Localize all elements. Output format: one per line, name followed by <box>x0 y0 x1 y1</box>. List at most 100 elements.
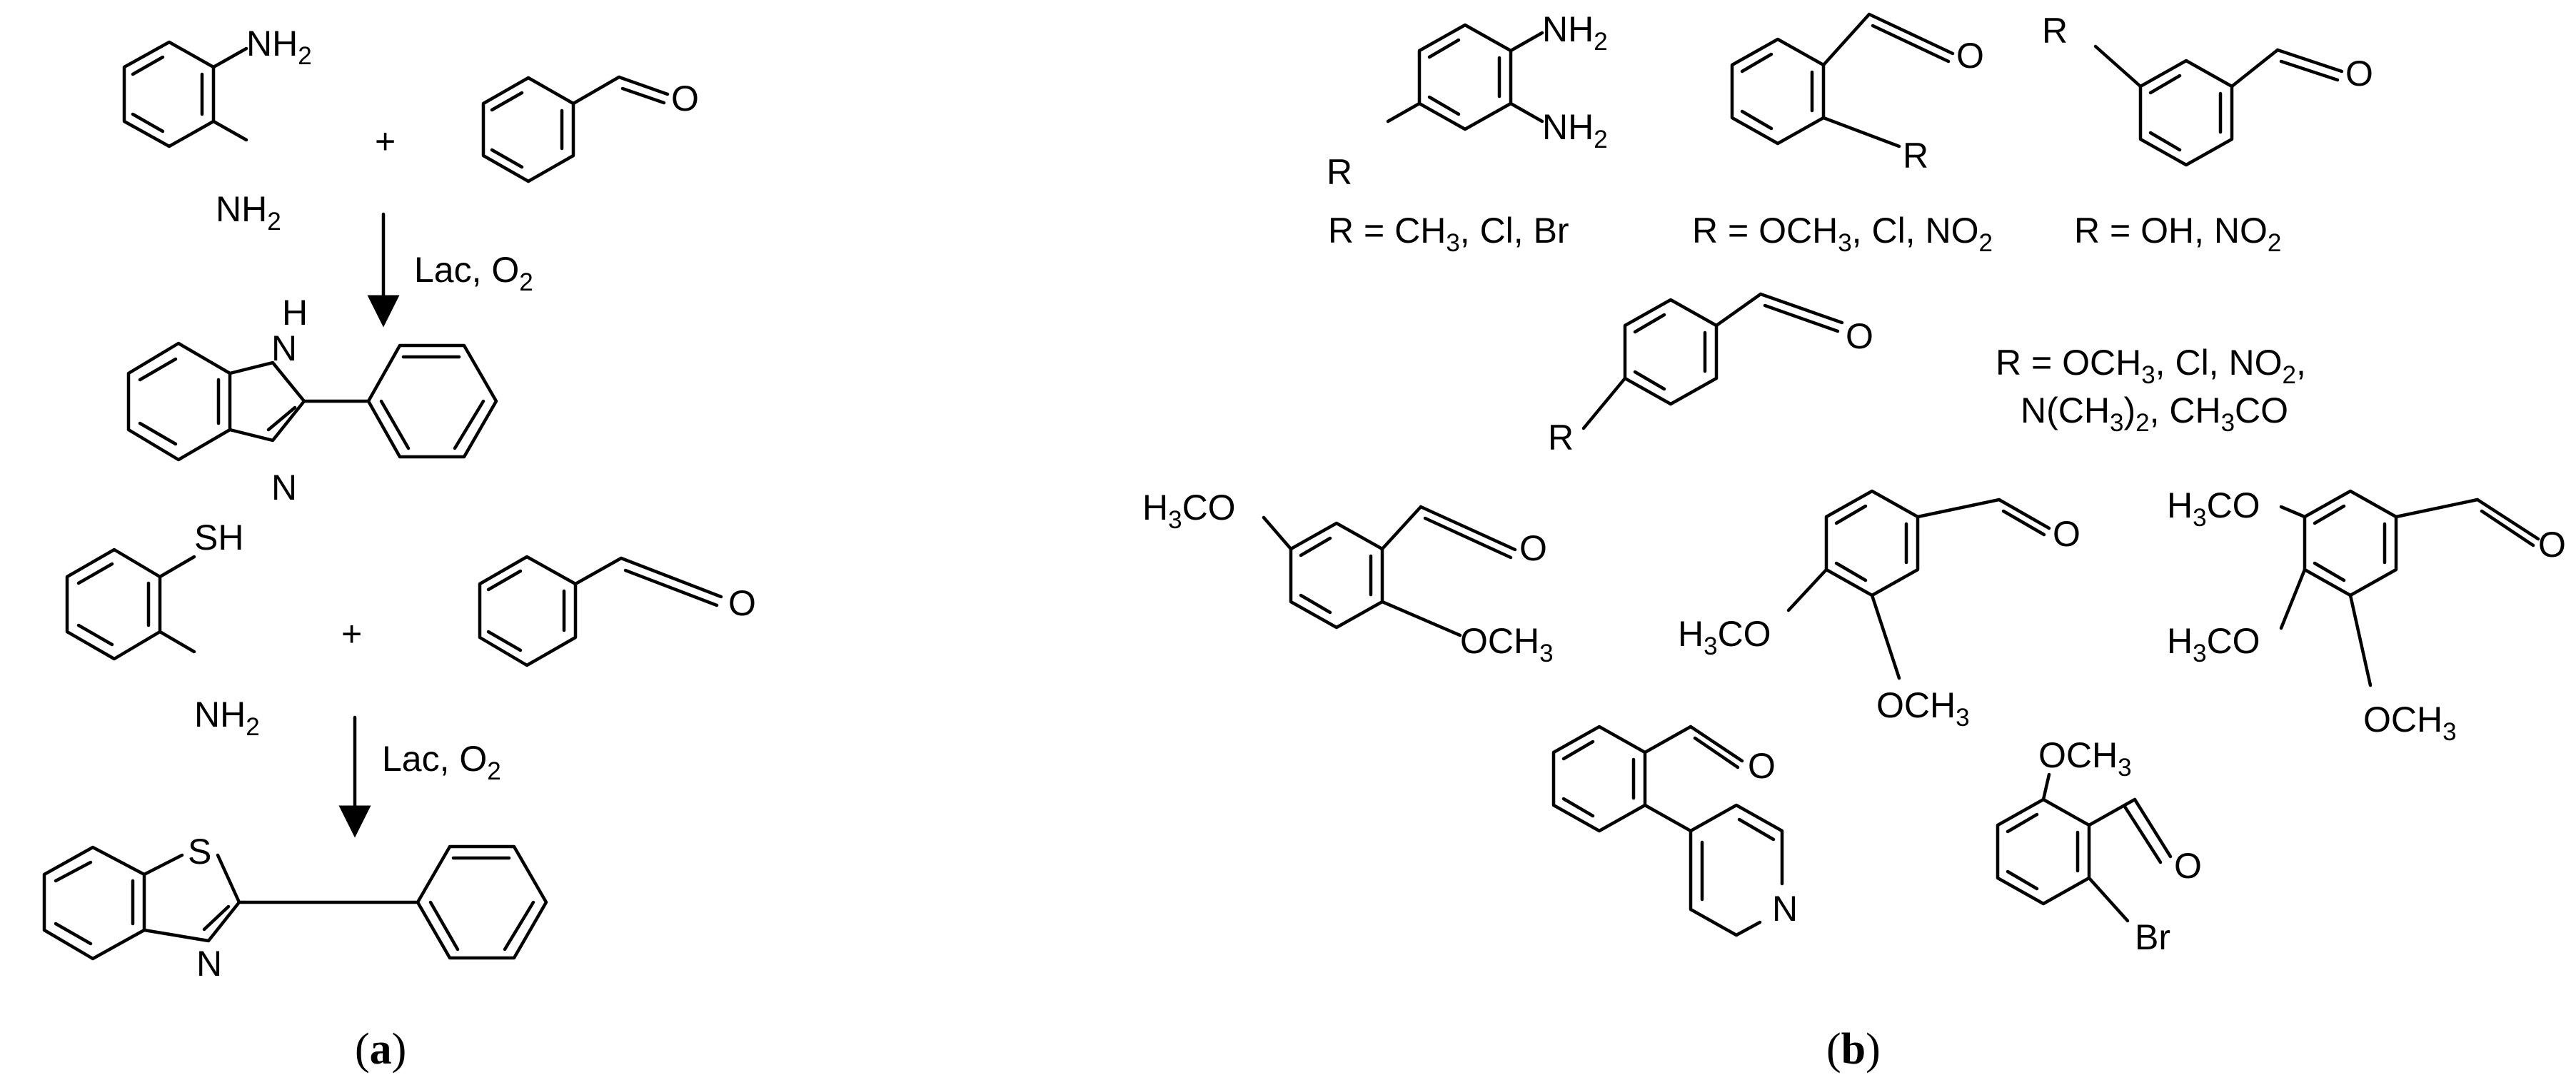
nh2-top-label: NH2 <box>246 24 312 70</box>
c-o-double-bond <box>2001 509 2046 537</box>
r-values-label: R = OCH3, Cl, NO2 <box>1692 211 1993 257</box>
benzene-ring <box>478 555 578 667</box>
phenyl-ring <box>366 343 498 459</box>
carbonyl-o-label: O <box>1519 528 1547 568</box>
reactant-aminothiophenol: SH NH2 <box>65 518 260 741</box>
aromatic-inner-bond <box>486 569 523 592</box>
c-n-bond <box>1509 101 1544 123</box>
benzene-ring <box>481 76 575 183</box>
c-cho-bond <box>1643 725 1693 755</box>
c-o-double-bond <box>1867 12 1955 56</box>
c-o-double-bond <box>2275 48 2344 74</box>
dimethoxy-25-aldehyde: O H3CO OCH3 <box>1142 488 1554 667</box>
c-ome-bond <box>2041 772 2051 802</box>
aromatic-inner-bond <box>2148 74 2182 95</box>
bromo-methoxy-aldehyde: O OCH3 Br <box>1996 735 2202 957</box>
c-n-bond <box>211 119 248 142</box>
c-o-double-bond <box>2480 509 2535 547</box>
dimethoxy-34-aldehyde: O H3CO OCH3 <box>1678 489 2081 732</box>
aromatic-inner-bond <box>76 562 114 585</box>
c-o-double-bond <box>1871 24 1951 64</box>
conditions-label-1: Lac, O2 <box>414 250 533 296</box>
r-group-label: R <box>1327 152 1352 192</box>
c-r-bond <box>1386 101 1422 123</box>
aromatic-inner-bond <box>138 421 178 446</box>
r-values-label: R = OH, NO2 <box>2074 211 2281 257</box>
c-ome-bond <box>2279 505 2307 519</box>
c-cho-bond <box>571 75 621 106</box>
c-r-bond <box>1821 116 1901 148</box>
benzene-ring <box>65 547 162 661</box>
aromatic-inner-bond <box>453 399 485 450</box>
aromatic-inner-bond <box>1740 109 1773 131</box>
aromatic-inner-bond <box>2006 812 2039 834</box>
carbonyl-o-label: O <box>1956 36 1984 76</box>
c-n-bond <box>211 46 248 69</box>
c-o-double-bond <box>617 75 670 96</box>
aromatic-inner-bond <box>1834 561 1868 582</box>
och3-label: OCH3 <box>1876 685 1970 732</box>
panel-a-caption: (a) <box>355 1025 406 1074</box>
n-atom-label: N <box>196 944 222 984</box>
c-o-double-bond <box>2123 804 2163 864</box>
plus-sign: + <box>375 121 396 161</box>
pyridyl-aldehyde: O N <box>1551 725 1798 937</box>
c-o-double-bond <box>1763 303 1840 333</box>
aromatic-inner-bond <box>1427 38 1461 59</box>
carbonyl-o-label: O <box>728 583 756 623</box>
aromatic-inner-bond <box>131 112 165 133</box>
c-o-double-bond <box>1423 516 1513 560</box>
product-benzothiazole: S N <box>42 832 548 984</box>
pyridine-n-label: N <box>1772 889 1798 929</box>
panel-b-caption: (b) <box>1826 1025 1881 1074</box>
r-values-label: R = CH3, Cl, Br <box>1328 211 1569 257</box>
benzene-ring <box>1996 797 2091 906</box>
aromatic-inner-bond <box>1633 370 1666 391</box>
aromatic-inner-bond <box>1299 593 1332 615</box>
nh2-label: NH2 <box>1542 107 1608 153</box>
trimethoxy-345-aldehyde: O H3CO H3CO OCH3 <box>2167 485 2566 746</box>
r-values-line1: R = OCH3, Cl, NO2, <box>1996 343 2306 389</box>
carbonyl-o-label: O <box>1748 746 1776 786</box>
ortho-aldehyde: O R R = OCH3, Cl, NO2 <box>1692 12 1993 257</box>
c-o-double-bond <box>2133 797 2173 859</box>
aromatic-inner-bond <box>2313 504 2346 525</box>
n-atom-label: N <box>271 328 297 368</box>
aromatic-inner-bond <box>428 900 460 952</box>
och3-label: OCH3 <box>1460 621 1554 667</box>
c-n-bond <box>1509 31 1544 53</box>
aromatic-inner-bond <box>1427 95 1461 116</box>
c-n-bond <box>158 630 196 654</box>
benzene-ring <box>122 40 216 148</box>
aromatic-inner-bond <box>1740 52 1773 74</box>
nh2-label: NH2 <box>1542 9 1608 56</box>
aromatic-inner-bond <box>54 860 93 883</box>
h3co-label: H3CO <box>1678 614 1771 660</box>
aromatic-inner-bond <box>1834 504 1868 525</box>
pyridine-ring <box>1689 803 1784 937</box>
aromatic-inner-bond <box>2148 131 2182 152</box>
r-values-line2: N(CH3)2, CH3CO <box>2021 390 2288 437</box>
reactant-benzaldehyde: O <box>481 75 699 183</box>
c-o-double-bond <box>1419 505 1517 552</box>
nh2-bottom-label: NH2 <box>216 189 281 236</box>
aromatic-inner-bond <box>1633 313 1666 334</box>
s-atom-label: S <box>188 832 211 872</box>
benzene-ring <box>1824 489 1920 597</box>
carbonyl-o-label: O <box>1846 316 1873 356</box>
br-label: Br <box>2135 917 2170 957</box>
aromatic-inner-bond <box>138 357 178 382</box>
para-aldehyde: O R R = OCH3, Cl, NO2, N(CH3)2, CH3CO <box>1548 292 2306 458</box>
aromatic-inner-bond <box>1561 740 1595 761</box>
aromatic-inner-bond <box>490 91 524 112</box>
carbonyl-o-label: O <box>2345 54 2373 94</box>
substituted-diamine: NH2 NH2 R R = CH3, Cl, Br <box>1327 9 1608 257</box>
c-o-double-bond <box>1693 736 1740 769</box>
c-ome-bond <box>2348 593 2373 687</box>
c-cho-bond <box>2394 498 2480 519</box>
benzo-ring <box>42 845 146 961</box>
c-o-double-bond <box>1997 498 2051 530</box>
carbonyl-o-label: O <box>2174 846 2202 886</box>
c-r-bond <box>2093 44 2143 89</box>
